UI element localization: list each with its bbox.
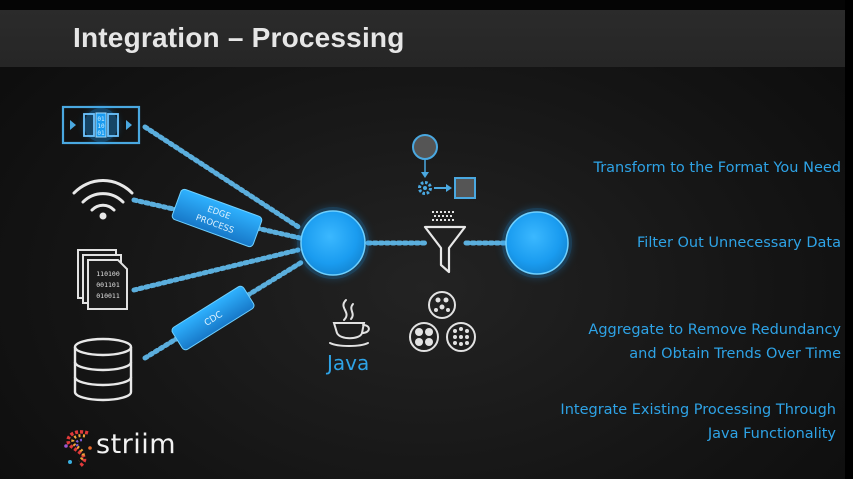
file-line-3: 010011 — [96, 292, 120, 300]
feature-transform: Transform to the Format You Need — [593, 156, 841, 180]
feature-aggregate: Aggregate to Remove Redundancy and Obtai… — [588, 318, 841, 366]
java-cup-icon — [329, 299, 370, 347]
feature-integrate-line2: Java Functionality — [707, 426, 836, 442]
connector-stream — [142, 124, 303, 231]
connector-files — [131, 247, 301, 293]
svg-text:01: 01 — [97, 116, 105, 123]
feature-integrate: Integrate Existing Processing Through Ja… — [560, 398, 836, 446]
ingest-node — [297, 207, 369, 279]
striim-logo-text: striim — [96, 429, 177, 460]
wifi-icon — [72, 179, 134, 220]
window-right-edge — [845, 0, 853, 479]
output-node — [502, 208, 572, 278]
svg-text:01: 01 — [97, 130, 105, 137]
feature-aggregate-line2: and Obtain Trends Over Time — [629, 346, 841, 362]
files-icon: 110100 001101 010011 — [77, 249, 128, 310]
workflow-icon — [412, 134, 476, 199]
funnel-icon — [423, 211, 467, 274]
striim-logo-icon — [64, 430, 92, 468]
feature-transform-line1: Transform to the Format You Need — [593, 160, 841, 176]
feature-filter: Filter Out Unnecessary Data — [637, 231, 841, 255]
slide-title: Integration – Processing — [73, 22, 405, 53]
java-label: Java — [327, 351, 370, 375]
file-line-1: 110100 — [96, 270, 120, 278]
file-line-2: 001101 — [96, 281, 120, 289]
title-banner — [0, 10, 853, 67]
feature-integrate-line1: Integrate Existing Processing Through — [560, 402, 836, 418]
window-top-bar — [0, 0, 853, 10]
stream-icon: 01 10 01 — [61, 105, 141, 145]
feature-aggregate-line1: Aggregate to Remove Redundancy — [588, 322, 841, 338]
edge-process-tag: EDGE PROCESS — [171, 188, 263, 248]
feature-filter-line1: Filter Out Unnecessary Data — [637, 235, 841, 251]
database-icon — [73, 337, 133, 402]
svg-text:10: 10 — [97, 123, 105, 130]
aggregate-icon — [409, 291, 476, 352]
cdc-tag: CDC — [171, 285, 255, 351]
